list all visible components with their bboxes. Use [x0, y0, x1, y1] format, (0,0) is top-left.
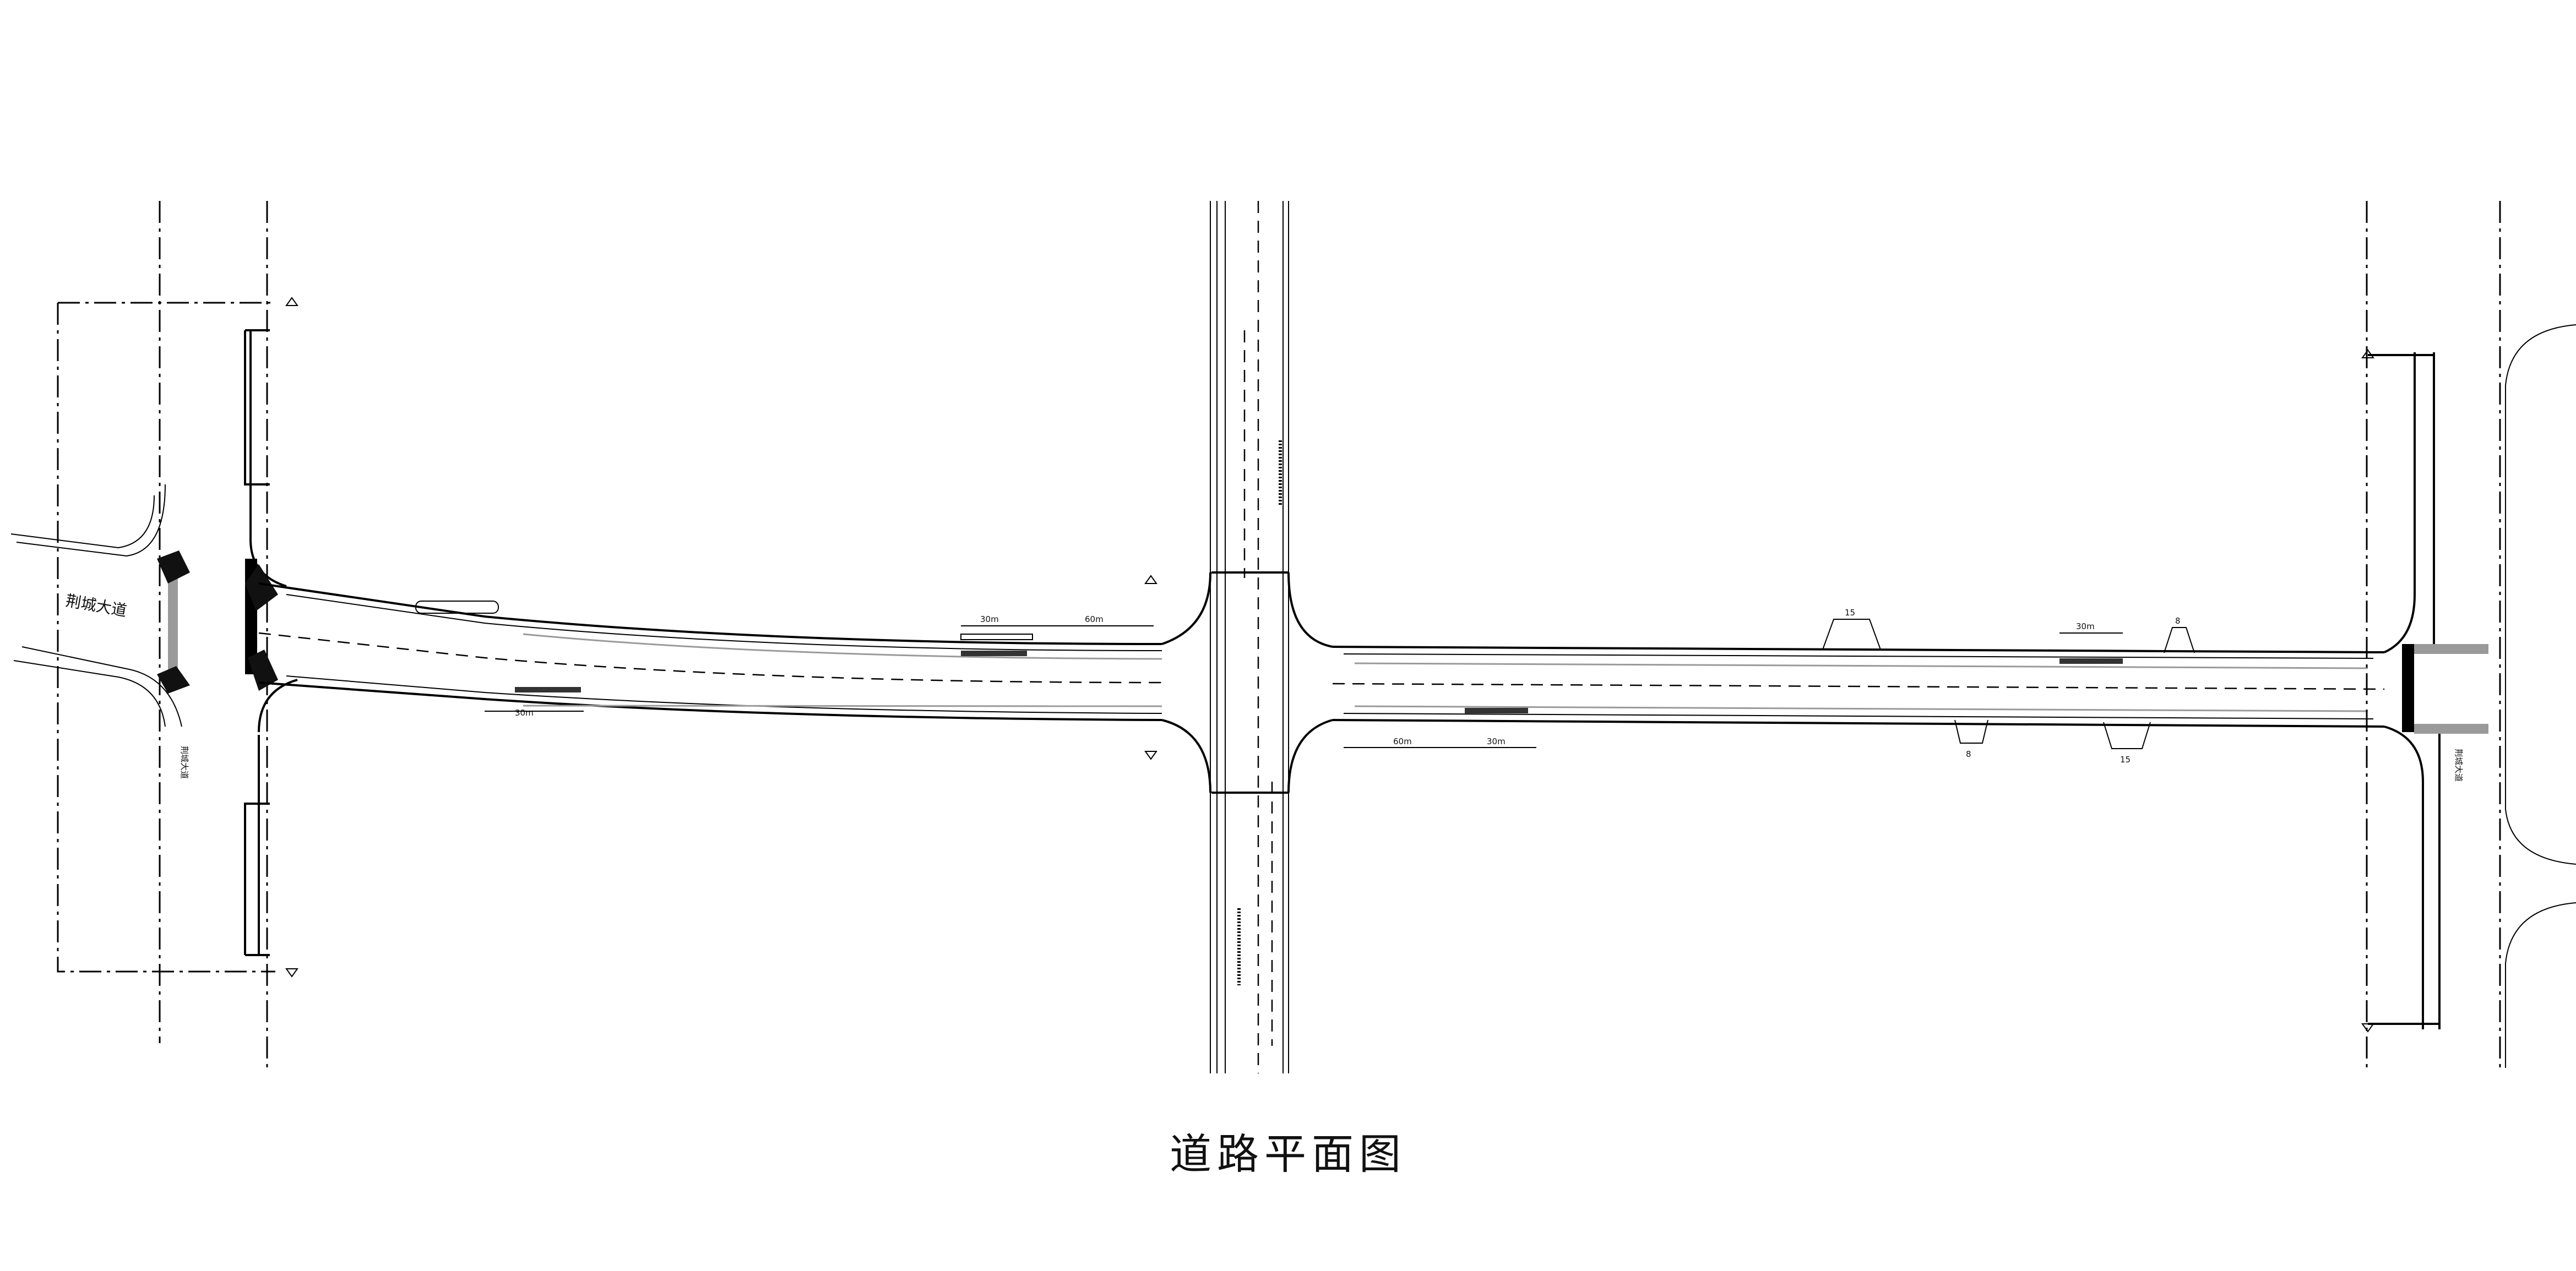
central-cross-street — [1144, 201, 1333, 1073]
main-road-east-segment — [1332, 619, 2385, 749]
east-cross-street — [2361, 201, 2576, 1068]
dimension-annotations: 30m 30m 60m 60m 30m 30m 15 8 8 15 — [485, 608, 2181, 765]
dim-width-15-bottom: 15 — [2120, 755, 2131, 765]
dim-mid-30m-top: 30m — [980, 614, 999, 624]
drawing-title: 道路平面图 — [1170, 1130, 1406, 1179]
dim-east-30m-top: 30m — [2076, 621, 2095, 631]
west-cross-road-name: 荆城大道 — [180, 746, 189, 779]
dim-mid-60m-top: 60m — [1085, 614, 1104, 624]
main-road-west-segment — [258, 582, 1162, 721]
dim-mid-60m-bottom: 60m — [1393, 737, 1412, 746]
west-cross-street — [10, 201, 298, 1068]
west-road-name: 荆城大道 — [64, 591, 128, 620]
dim-west-30m: 30m — [515, 708, 534, 718]
dim-width-8-bottom: 8 — [1966, 749, 1971, 759]
dim-width-8-top: 8 — [2175, 616, 2181, 626]
dim-width-15-top: 15 — [1845, 608, 1855, 618]
east-cross-road-name: 荆城大道 — [2454, 749, 2464, 782]
dim-mid-30m-bottom: 30m — [1487, 737, 1506, 746]
crosswalk-band — [2402, 644, 2414, 732]
crosswalk-band — [168, 559, 178, 674]
